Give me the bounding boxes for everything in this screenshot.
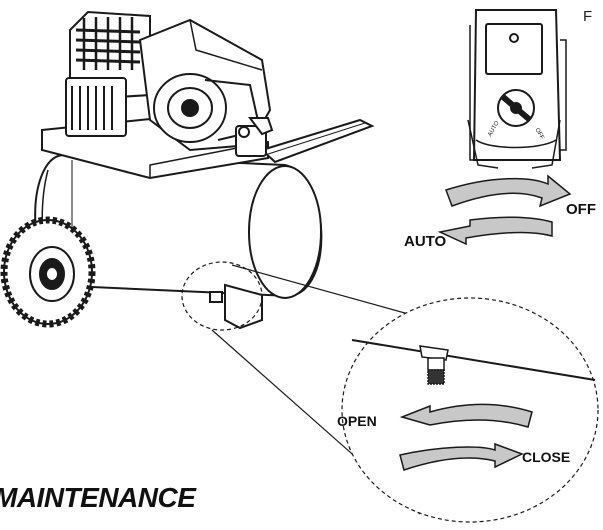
close-label: CLOSE — [522, 449, 570, 465]
wheel — [0, 216, 96, 328]
auto-label: AUTO — [404, 233, 447, 250]
auto-arrow — [437, 216, 553, 246]
tank-handle — [260, 118, 375, 164]
switch-dial — [497, 89, 535, 127]
pump-head — [65, 10, 151, 137]
corner-letter: F — [583, 8, 593, 25]
section-heading: MAINTENANCE — [0, 482, 196, 513]
dial-mark-off: OFF — [534, 127, 545, 141]
open-label: OPEN — [337, 413, 377, 429]
close-arrow — [399, 442, 524, 471]
off-arrow — [445, 174, 572, 208]
air-compressor — [0, 10, 375, 330]
pressure-switch-detail: AUTO OFF — [467, 9, 567, 169]
tank-pressure-switch — [235, 117, 274, 157]
drain-valve-detail: OPEN CLOSE — [337, 297, 599, 523]
drain-valve — [419, 345, 449, 385]
off-label: OFF — [566, 201, 596, 218]
air-tank — [34, 153, 323, 299]
open-arrow — [399, 403, 533, 428]
